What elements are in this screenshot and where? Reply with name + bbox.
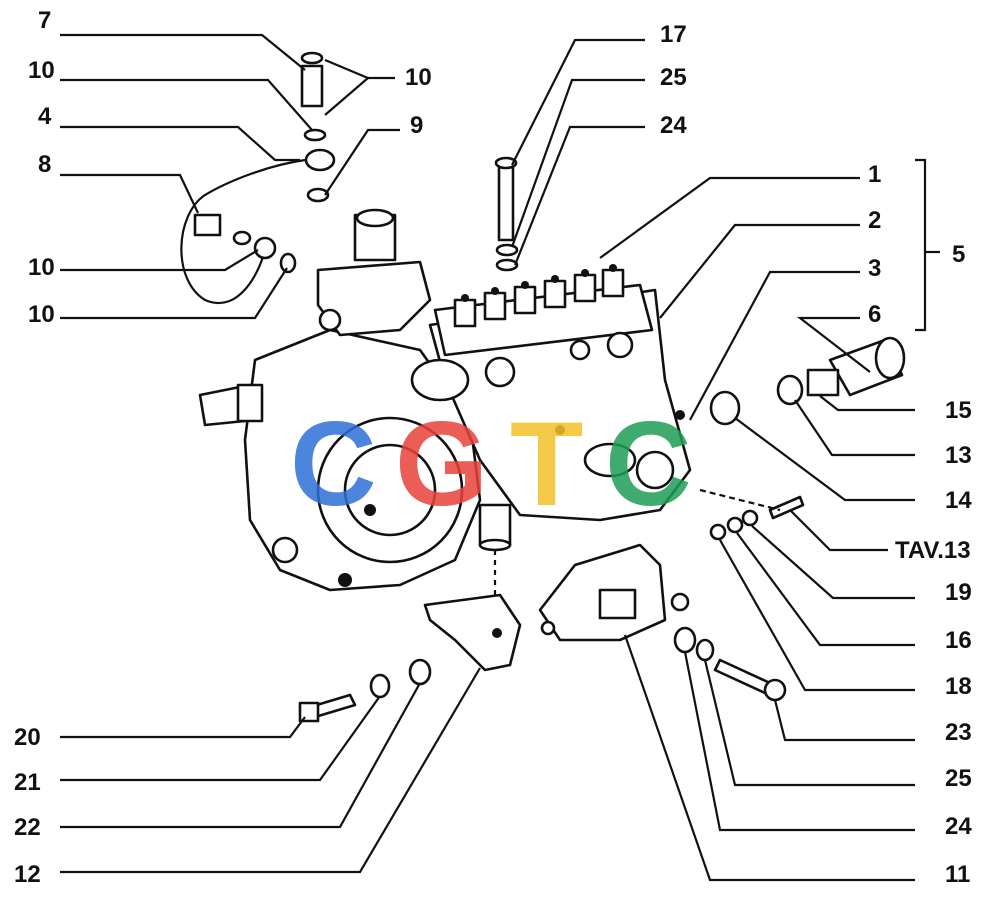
label-17: 17 xyxy=(660,21,687,48)
callout-labels: 7 10 4 8 10 10 20 21 22 12 17 25 24 10 9… xyxy=(14,7,972,888)
label-18: 18 xyxy=(945,673,972,700)
label-10-d: 10 xyxy=(405,64,432,91)
label-11: 11 xyxy=(945,861,970,888)
label-19: 19 xyxy=(945,579,972,606)
watermark-letter-t: T xyxy=(510,397,583,531)
watermark-letter-c2: C xyxy=(605,397,692,531)
label-3: 3 xyxy=(868,255,881,282)
label-15: 15 xyxy=(945,397,972,424)
label-14: 14 xyxy=(945,487,972,514)
label-10-a: 10 xyxy=(28,57,55,84)
label-2: 2 xyxy=(868,207,881,234)
label-7: 7 xyxy=(38,7,51,34)
label-6: 6 xyxy=(868,301,881,328)
label-1: 1 xyxy=(868,161,881,188)
label-25-b: 25 xyxy=(945,765,972,792)
label-20: 20 xyxy=(14,724,41,751)
label-9: 9 xyxy=(410,112,423,139)
watermark-letter-c1: C xyxy=(290,397,377,531)
leader-lines xyxy=(60,33,940,882)
label-5: 5 xyxy=(952,241,965,268)
delivery-valve-holders xyxy=(453,264,625,328)
injection-pump-body xyxy=(198,208,692,592)
label-tav13: TAV.13 xyxy=(895,537,971,564)
label-21: 21 xyxy=(14,769,41,796)
exploded-parts xyxy=(180,51,906,723)
label-25-a: 25 xyxy=(660,64,687,91)
label-8: 8 xyxy=(38,151,51,178)
watermark-logo: C G T C xyxy=(290,397,692,531)
label-24-a: 24 xyxy=(660,112,687,139)
label-10-c: 10 xyxy=(28,301,55,328)
label-13: 13 xyxy=(945,442,972,469)
watermark-letter-g: G xyxy=(395,397,488,531)
label-10-b: 10 xyxy=(28,254,55,281)
label-16: 16 xyxy=(945,627,972,654)
label-12: 12 xyxy=(14,861,41,888)
label-23: 23 xyxy=(945,719,972,746)
label-4: 4 xyxy=(38,103,52,130)
label-22: 22 xyxy=(14,814,41,841)
label-24-b: 24 xyxy=(945,813,972,840)
